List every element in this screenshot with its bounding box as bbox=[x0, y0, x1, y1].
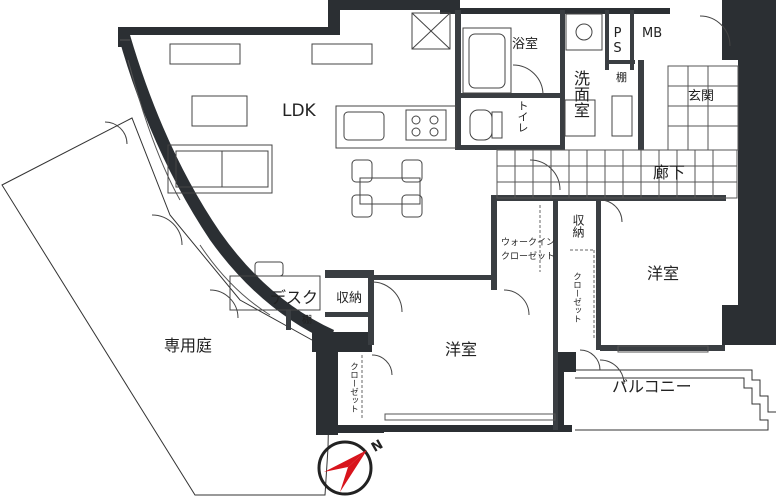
room-label-corridor: 廊下 bbox=[653, 163, 686, 182]
room-label-walkin: ウォークイン クローゼット bbox=[501, 238, 556, 263]
room-label-balcony: バルコニー bbox=[612, 377, 692, 396]
room-label-shelf-wash: 棚 bbox=[616, 71, 627, 84]
bath-fixtures bbox=[371, 13, 731, 385]
bottom-windows bbox=[384, 345, 709, 421]
room-label-storage-b: 収納 bbox=[336, 291, 363, 306]
room-label-ldk: LDK bbox=[282, 101, 316, 121]
room-label-wash: 洗面室 bbox=[571, 70, 590, 118]
room-label-closet-b: クローゼット bbox=[348, 362, 359, 413]
balcony-inner-outline bbox=[575, 377, 769, 431]
room-label-storage-a: 収納 bbox=[571, 214, 585, 238]
ldk-furniture bbox=[104, 12, 457, 319]
room-label-bath: 浴室 bbox=[512, 37, 539, 52]
compass-icon bbox=[317, 440, 373, 496]
room-label-western-room-b: 洋室 bbox=[445, 340, 478, 359]
room-label-western-room-a: 洋室 bbox=[647, 264, 680, 283]
room-label-toilet: トイレ bbox=[516, 100, 529, 133]
corridor-tiles bbox=[496, 65, 739, 199]
room-label-desk: デスク bbox=[270, 288, 319, 307]
closet-dash-lines bbox=[361, 205, 595, 420]
room-label-ps: PS bbox=[610, 26, 625, 56]
room-label-private-garden: 専用庭 bbox=[164, 336, 213, 355]
room-label-shelf-desk: 棚 bbox=[302, 315, 312, 326]
exterior-walls bbox=[118, 0, 776, 435]
curve-windows bbox=[120, 39, 271, 316]
room-label-entrance: 玄関 bbox=[688, 89, 715, 104]
room-label-mb: MB bbox=[642, 26, 663, 41]
balcony-outline bbox=[570, 369, 776, 413]
room-label-closet-a: クローゼット bbox=[571, 272, 582, 323]
interior-walls bbox=[286, 10, 726, 430]
